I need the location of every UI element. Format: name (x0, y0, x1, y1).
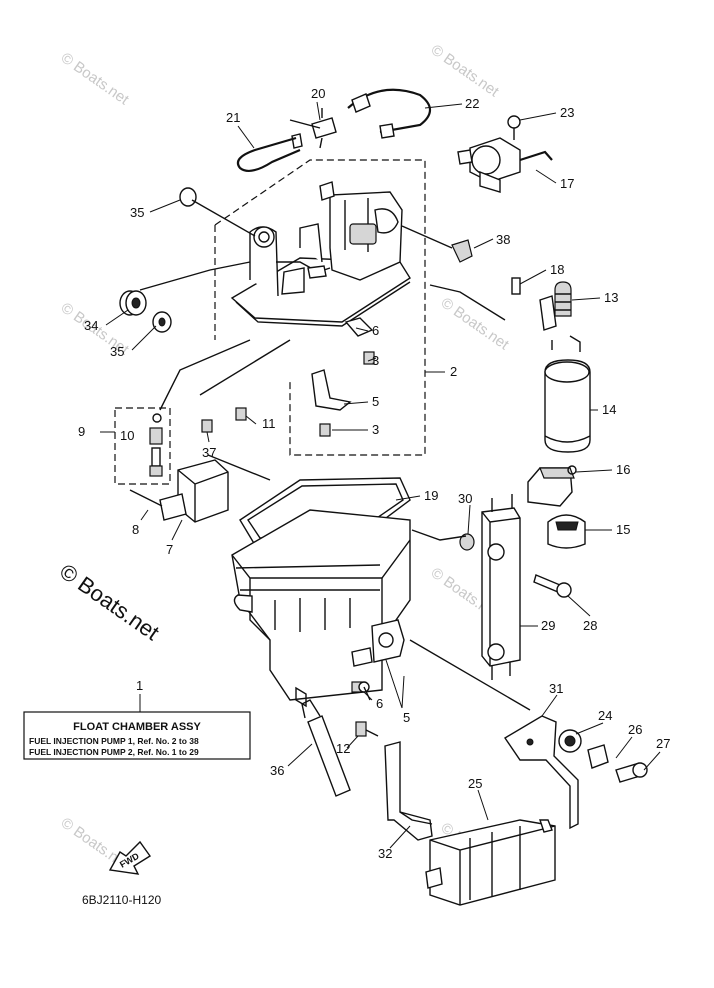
callout-21: 20 (311, 86, 325, 101)
fwd-arrow: FWD (108, 840, 152, 875)
callout-1: 1 (136, 678, 143, 693)
leaders (100, 101, 661, 849)
callout-13: 12 (336, 741, 350, 756)
callout-27: 26 (628, 722, 642, 737)
callout-38: 38 (496, 232, 510, 247)
callout-19: 18 (550, 262, 564, 277)
filter-30 (459, 494, 572, 680)
callout-4: 5 (372, 394, 379, 409)
connector-8 (129, 459, 229, 523)
grommets (119, 187, 256, 333)
hoses-top (236, 88, 432, 173)
callout-6: 5 (403, 710, 410, 725)
callout-33: 32 (378, 846, 392, 861)
callout-7: 6 (376, 696, 383, 711)
fuel-pump (429, 277, 591, 453)
callout-11: 10 (120, 428, 134, 443)
callout-2: 2 (450, 364, 457, 379)
callout-28: 27 (656, 736, 670, 751)
connecting-lines (207, 454, 531, 711)
valve-assembly (114, 407, 171, 485)
assembly-outline (214, 159, 445, 456)
callout-26: 25 (468, 776, 482, 791)
assembly-box-title: FLOAT CHAMBER ASSY (73, 721, 201, 733)
callout-24: 23 (560, 105, 574, 120)
callout-22: 21 (226, 110, 240, 125)
bolt-38 (401, 225, 473, 263)
callout-23: 22 (465, 96, 479, 111)
callout-3b: 3 (372, 422, 379, 437)
diagram-code: 6BJ2110-H120 (82, 893, 161, 907)
callout-3a: 3 (372, 353, 379, 368)
callout-34: 34 (84, 318, 98, 333)
watermark-feature: © Boats.net (55, 559, 164, 646)
bolts-small (351, 681, 379, 737)
watermark-1: © Boats.net (58, 49, 133, 108)
canister-26 (425, 819, 556, 906)
callout-18: 17 (560, 176, 574, 191)
callout-9: 8 (132, 522, 139, 537)
callout-29: 28 (583, 618, 597, 633)
callout-8: 7 (166, 542, 173, 557)
callout-14: 13 (604, 290, 618, 305)
callout-5: 6 (372, 323, 379, 338)
assembly-box-line2: FUEL INJECTION PUMP 2, Ref. No. 1 to 29 (29, 747, 199, 757)
bracket-32 (504, 715, 648, 830)
callout-35a: 35 (130, 205, 144, 220)
bracket-33 (384, 741, 433, 841)
callout-10: 9 (78, 424, 85, 439)
brackets-screws (159, 317, 375, 437)
assembly-info-box: FLOAT CHAMBER ASSY FUEL INJECTION PUMP 1… (23, 711, 251, 760)
pressure-regulator (457, 115, 553, 193)
callout-17: 16 (616, 462, 630, 477)
callout-35b: 35 (110, 344, 124, 359)
callout-labels: 20 21 22 23 17 35 38 18 13 34 35 6 3 2 5… (78, 86, 670, 861)
callout-16: 15 (616, 522, 630, 537)
callout-37: 37 (202, 445, 216, 460)
callout-12: 11 (262, 416, 276, 431)
callout-20: 19 (424, 488, 438, 503)
callout-36: 36 (270, 763, 284, 778)
assembly-box-frame (23, 711, 251, 760)
callout-32: 31 (549, 681, 563, 696)
pump-cover (230, 181, 411, 327)
pump-holders (527, 465, 586, 549)
float-chamber (231, 509, 411, 708)
watermark-2: © Boats.net (428, 41, 503, 100)
callout-25: 24 (598, 708, 612, 723)
fwd-arrow-icon (108, 840, 152, 875)
callout-30: 29 (541, 618, 555, 633)
callout-31: 30 (458, 491, 472, 506)
assembly-box-line1: FUEL INJECTION PUMP 1, Ref. No. 2 to 38 (29, 736, 199, 746)
watermark-4: © Boats.net (438, 294, 513, 353)
callout-15: 14 (602, 402, 616, 417)
hose-36 (301, 699, 351, 797)
